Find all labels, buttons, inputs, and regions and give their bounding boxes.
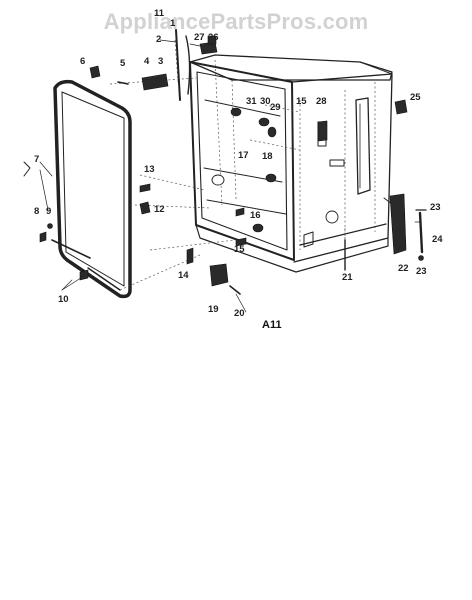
callout-4: 4	[144, 56, 150, 67]
callout-19: 19	[208, 304, 219, 315]
callout-23-upper: 23	[430, 202, 441, 213]
callout-15-lower: 15	[234, 244, 245, 255]
callout-12: 12	[154, 204, 165, 215]
callout-31: 31	[246, 96, 257, 107]
callout-1: 1	[170, 18, 176, 29]
callout-22: 22	[398, 263, 409, 274]
callout-10: 10	[58, 294, 69, 305]
callout-30: 30	[260, 96, 271, 107]
leader-lines	[39, 39, 422, 313]
callout-18: 18	[262, 151, 273, 162]
callout-5: 5	[120, 58, 126, 69]
callout-28: 28	[316, 96, 327, 107]
watermark-text: AppliancePartsPros.com	[103, 9, 369, 34]
callout-11: 11	[154, 8, 165, 19]
callout-labels: 11 1 2 27 26 6 5 4 3 31 30 29 15 28 25 1…	[34, 8, 443, 331]
callout-2: 2	[156, 34, 161, 45]
callout-14: 14	[178, 270, 189, 281]
callout-29: 29	[270, 102, 281, 113]
diagram-code: A11	[262, 319, 282, 331]
door-gasket	[51, 79, 132, 299]
callout-25: 25	[410, 92, 421, 103]
callout-6: 6	[80, 56, 85, 67]
callout-26: 26	[208, 32, 219, 43]
callout-17: 17	[238, 150, 249, 161]
callout-27: 27	[194, 32, 205, 43]
callout-20: 20	[234, 308, 245, 319]
callout-21: 21	[342, 272, 353, 283]
callout-8: 8	[34, 206, 39, 217]
tub-assembly	[189, 54, 393, 273]
callout-23-lower: 23	[416, 266, 427, 277]
callout-3: 3	[158, 56, 163, 67]
callout-24: 24	[432, 234, 443, 245]
callout-7: 7	[34, 154, 39, 165]
callout-9: 9	[46, 206, 51, 217]
callout-13: 13	[144, 164, 155, 175]
callout-16: 16	[250, 210, 261, 221]
callout-15: 15	[296, 96, 307, 107]
